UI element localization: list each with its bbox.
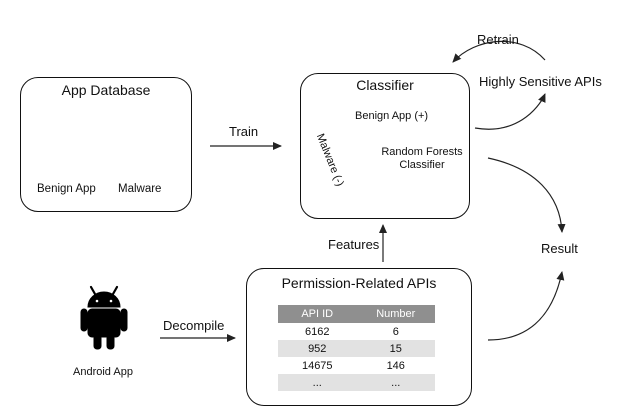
table-cell: ... [356,374,435,391]
features-label: Features [328,237,380,252]
table-row: 6162 6 [278,323,435,340]
permission-to-result-arrow [487,271,565,341]
classifier-title: Classifier [356,77,414,93]
benign-app-label: Benign App [37,183,96,195]
model-label: Random Forests Classifier [381,146,463,171]
decompile-label: Decompile [163,318,225,333]
result-node: Result [541,241,578,256]
retrain-label: Retrain [477,32,519,47]
api-table: API ID Number 6162 6 952 15 14675 146 ..… [278,305,435,391]
table-cell: 15 [356,340,435,357]
api-table-header: API ID Number [278,305,435,323]
retrain-arrow [452,40,546,63]
permission-apis-title: Permission-Related APIs [281,275,437,291]
table-row: ... ... [278,374,435,391]
column-header-api-id: API ID [278,305,357,323]
app-database-title: App Database [61,82,151,98]
android-app-icon [79,285,129,351]
table-cell: 146 [386,359,405,372]
app-database-box [20,77,192,212]
to-sensitive-arrow [474,93,546,130]
classifier-to-result-arrow [487,157,566,233]
table-cell: 6162 [305,325,330,338]
table-cell: 6 [392,325,399,338]
table-cell: ... [278,374,357,391]
benign-region-label: Benign App (+) [355,110,429,122]
highly-sensitive-apis-node: Highly Sensitive APIs [479,74,602,89]
column-header-number: Number [356,305,435,323]
table-row: 14675 146 [278,357,435,374]
train-label: Train [229,124,259,139]
classifier-box [300,73,470,219]
android-app-label: Android App [73,366,133,378]
table-cell: 952 [278,340,357,357]
malware-label: Malware [118,183,162,195]
table-row: 952 15 [278,340,435,357]
table-cell: 14675 [301,359,333,372]
